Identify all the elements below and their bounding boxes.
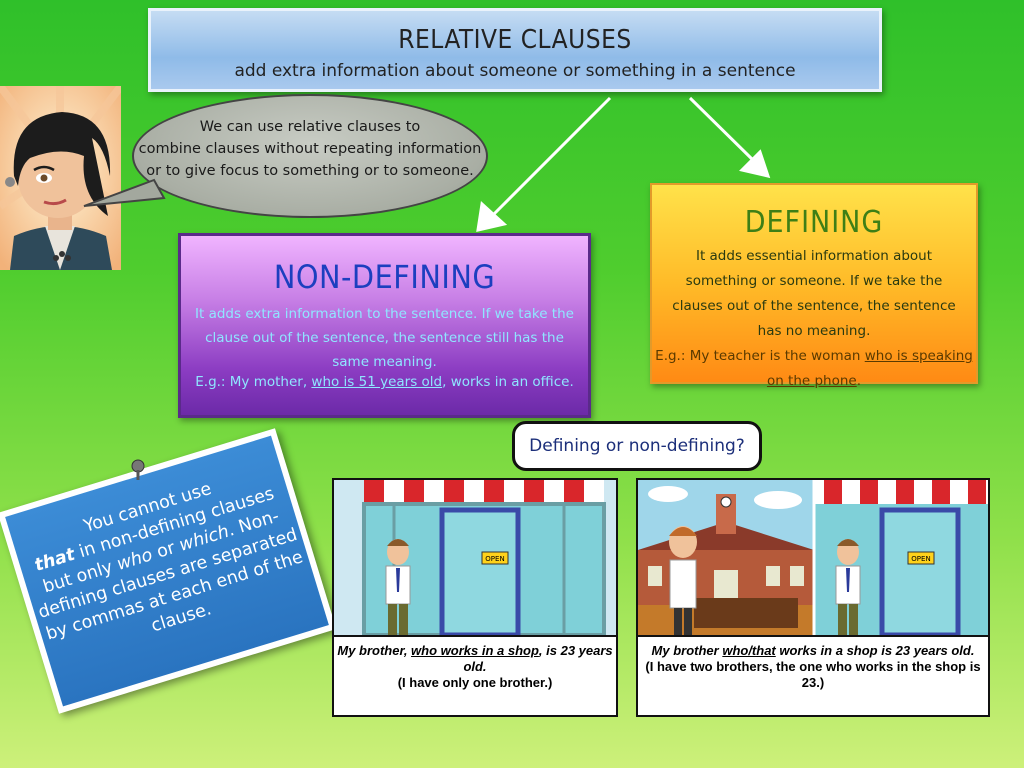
caption-left: My brother, who works in a shop, is 23 y…	[334, 635, 616, 715]
brother-figure-left	[385, 539, 411, 635]
bubble-line-1: We can use relative clauses to	[199, 119, 421, 135]
shop-scene-right: OPEN	[638, 480, 988, 635]
speech-bubble: We can use relative clauses to combine c…	[132, 94, 488, 218]
defining-example-underlined: who is speaking on the phone	[766, 348, 973, 389]
defining-example: E.g.: My teacher is the woman who is spe…	[652, 344, 976, 394]
arrow-right-line	[688, 96, 757, 164]
open-sign-left: OPEN	[485, 555, 504, 563]
question-label: Defining or non-defining?	[512, 421, 762, 471]
brother-figure-shop	[835, 539, 861, 635]
defining-body: It adds essential information about some…	[672, 248, 956, 339]
caption-left-post: , is 23 years old.	[463, 643, 613, 674]
caption-left-pre: My brother,	[337, 643, 412, 658]
open-sign-right: OPEN	[911, 555, 930, 563]
non-defining-example-prefix: E.g.: My mother,	[195, 374, 312, 390]
non-defining-body: It adds extra information to the sentenc…	[195, 306, 574, 370]
caption-right-note: (I have two brothers, the one who works …	[645, 659, 981, 690]
awning-icon	[364, 480, 604, 504]
non-defining-example-underlined: who is 51 years old	[311, 374, 443, 390]
comic-panel-left: OPEN My brother, who works in a shop, is…	[332, 478, 618, 717]
arrow-left-line	[488, 96, 612, 220]
caption-right-pre: My brother	[651, 643, 723, 658]
caption-right-post: works in a shop is 23 years old.	[775, 643, 975, 658]
defining-example-suffix: .	[856, 373, 862, 389]
bubble-tail	[83, 178, 166, 207]
comic-panel-right: OPEN My brother who/that works in a shop…	[636, 478, 990, 717]
bubble-line-3: or to give focus to something or to some…	[146, 163, 474, 179]
non-defining-example: E.g.: My mother, who is 51 years old, wo…	[181, 374, 588, 390]
title-box: RELATIVE CLAUSES add extra information a…	[148, 8, 882, 92]
pushpin-icon	[131, 459, 145, 480]
non-defining-example-suffix: , works in an office.	[442, 374, 574, 390]
caption-right: My brother who/that works in a shop is 2…	[638, 635, 988, 715]
title-heading: RELATIVE CLAUSES	[398, 25, 632, 55]
caption-right-underlined: who/that	[722, 643, 776, 658]
arrow-right-head	[739, 149, 771, 179]
arrow-left-head	[476, 201, 508, 232]
non-defining-heading: NON-DEFINING	[273, 258, 496, 296]
title-subtitle: add extra information about someone or s…	[234, 61, 796, 81]
defining-heading: DEFINING	[744, 205, 884, 240]
non-defining-box: NON-DEFINING It adds extra information t…	[178, 233, 591, 418]
defining-example-prefix: E.g.: My teacher is the woman	[655, 348, 865, 364]
brother-figure-school	[669, 526, 697, 635]
caption-left-underlined: who works in a shop	[411, 643, 539, 658]
caption-left-note: (I have only one brother.)	[397, 675, 553, 690]
shop-scene-left: OPEN	[334, 480, 616, 635]
defining-box: DEFINING It adds essential information a…	[650, 183, 978, 389]
bubble-line-2: combine clauses without repeating inform…	[138, 141, 482, 157]
arrows	[476, 96, 771, 232]
